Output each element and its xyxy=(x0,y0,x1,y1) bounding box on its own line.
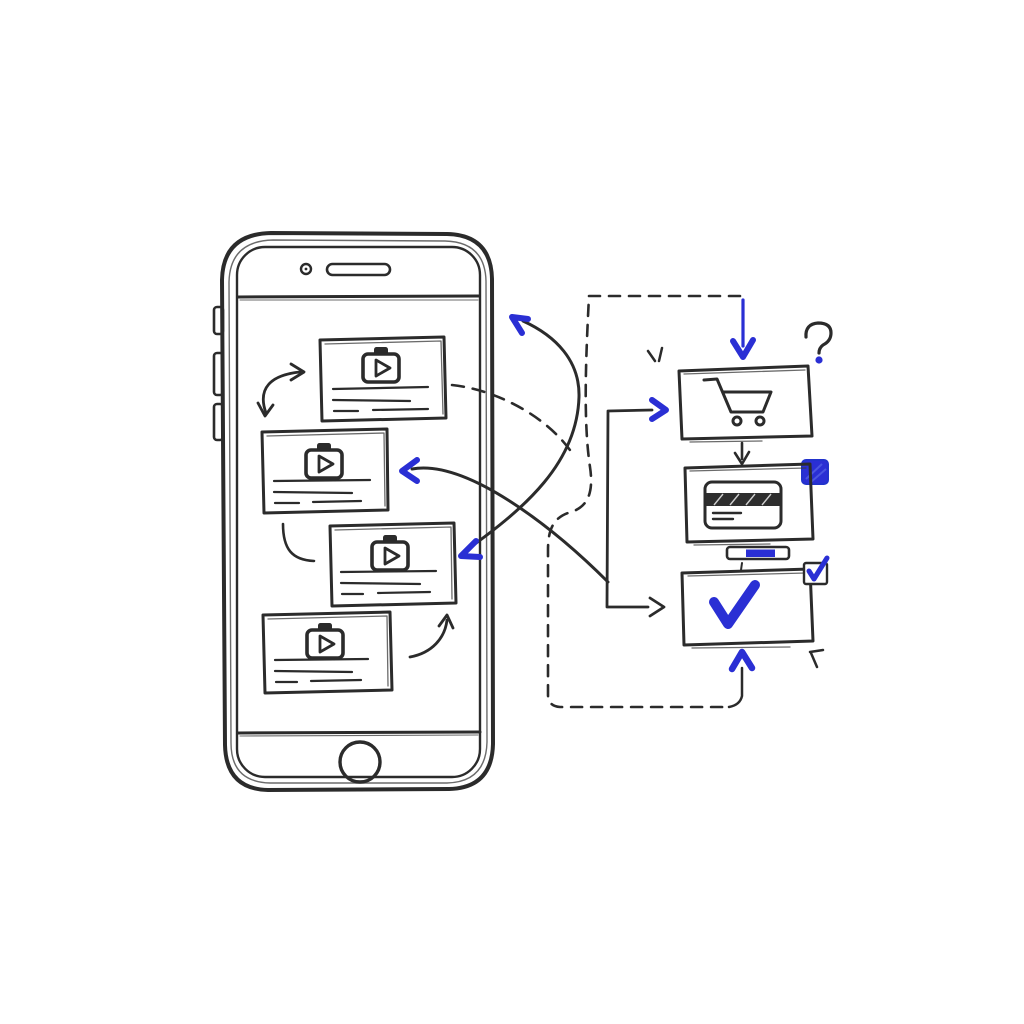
video-play-icon xyxy=(304,441,344,480)
question-mark xyxy=(804,321,833,364)
video-card-1 xyxy=(318,335,448,423)
card-text-lines xyxy=(273,657,370,684)
card-text-lines xyxy=(272,478,372,505)
swipe-double-arrow xyxy=(256,362,306,418)
confirmation-step-box xyxy=(680,555,830,649)
card-stripe xyxy=(706,493,780,506)
dashed-loop-path xyxy=(546,294,742,709)
curl-up-arrow xyxy=(408,613,455,659)
card-text-lines xyxy=(331,385,430,413)
blue-square-badge xyxy=(801,459,829,485)
dashed-card1-arc xyxy=(450,383,576,458)
tiny-tick xyxy=(740,562,743,571)
phone-body xyxy=(220,231,495,792)
corner-mark xyxy=(808,648,825,669)
black-right-arrowhead xyxy=(648,596,666,618)
shopping-cart-icon xyxy=(702,377,773,427)
purchase-flow xyxy=(646,321,833,669)
camera-dot-icon xyxy=(299,262,313,276)
blue-right-arrowhead xyxy=(649,397,669,422)
solid-bracket-connector xyxy=(605,397,669,618)
speaker-slot-icon xyxy=(325,262,392,277)
arrow-cart-to-payment xyxy=(733,441,751,466)
video-card-3 xyxy=(328,521,458,608)
sparkle-ticks xyxy=(646,346,664,363)
question-dot xyxy=(815,356,823,364)
top-bezel-line xyxy=(236,294,481,299)
home-button xyxy=(338,740,382,784)
payment-step-box xyxy=(683,459,829,546)
phone xyxy=(212,231,495,792)
camera-dot-center xyxy=(304,267,308,271)
arrow-into-cart xyxy=(730,298,756,360)
arrow-into-confirmation xyxy=(727,648,756,709)
video-card-4 xyxy=(261,610,394,695)
video-play-icon xyxy=(370,533,410,572)
progress-bar-fill xyxy=(746,549,775,557)
bottom-bezel-line xyxy=(236,730,482,735)
video-play-icon xyxy=(305,621,345,660)
elbow-connector xyxy=(281,522,316,563)
bottom-bezel-echo xyxy=(239,734,479,737)
blue-checkmark-icon xyxy=(709,580,760,629)
cart-step-box xyxy=(677,364,814,443)
curve-card3-to-top xyxy=(458,314,581,560)
checked-checkbox-badge xyxy=(802,555,830,586)
video-card-2 xyxy=(260,427,390,515)
video-play-icon xyxy=(361,345,401,384)
phone-body-echo xyxy=(228,239,488,784)
phone-screen xyxy=(235,245,482,779)
card-text-lines xyxy=(339,569,438,596)
curve-into-card2 xyxy=(399,457,610,584)
connectors xyxy=(399,294,756,709)
progress-bar xyxy=(725,545,791,571)
credit-card-icon xyxy=(703,480,783,530)
